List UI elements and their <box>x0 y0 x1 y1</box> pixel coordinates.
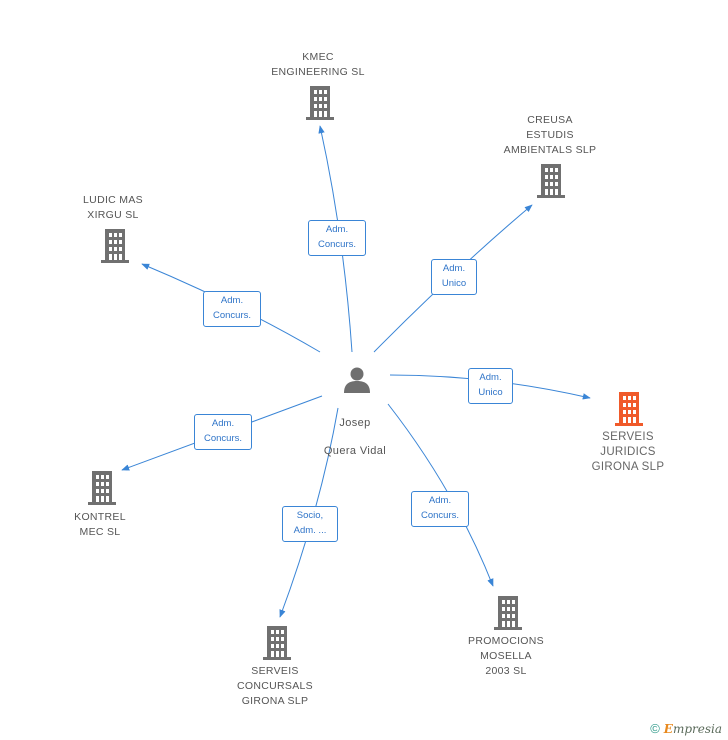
edge-label-serveis-concursals[interactable]: Socio, Adm. ... <box>282 506 338 542</box>
footer-brand: ©Empresia <box>650 721 722 736</box>
building-icon[interactable] <box>537 164 565 198</box>
node-label-ludic[interactable]: LUDIC MAS XIRGU SL <box>83 194 143 221</box>
building-icon[interactable] <box>88 471 116 505</box>
center-name-line2: Quera Vidal <box>323 445 387 457</box>
copyright-symbol: © <box>650 721 660 736</box>
person-icon <box>344 367 370 393</box>
node-label-promocions[interactable]: PROMOCIONS MOSELLA 2003 SL <box>468 635 544 677</box>
edge-label-kmec[interactable]: Adm. Concurs. <box>308 220 366 256</box>
building-icon[interactable] <box>306 86 334 120</box>
building-icon[interactable] <box>101 229 129 263</box>
edge-label-serveis-juridics[interactable]: Adm. Unico <box>468 368 513 404</box>
center-node <box>344 367 370 393</box>
center-name-line1: Josep <box>339 417 371 429</box>
nodes-layer <box>88 86 643 660</box>
edge-label-creusa[interactable]: Adm. Unico <box>431 259 477 295</box>
brand-logo-initial: E <box>663 722 673 736</box>
building-icon[interactable] <box>494 596 522 630</box>
node-label-kontrel[interactable]: KONTREL MEC SL <box>74 511 126 538</box>
building-icon[interactable] <box>615 392 643 426</box>
node-label-serveis-concursals[interactable]: SERVEIS CONCURSALS GIRONA SLP <box>237 665 313 707</box>
node-label-kmec[interactable]: KMEC ENGINEERING SL <box>271 51 365 78</box>
node-label-serveis-juridics[interactable]: SERVEIS JURIDICS GIRONA SLP <box>591 431 665 473</box>
edge-label-kontrel[interactable]: Adm. Concurs. <box>194 414 252 450</box>
brand-logo-text: mpresia <box>672 722 722 736</box>
edge-label-ludic[interactable]: Adm. Concurs. <box>203 291 261 327</box>
building-icon[interactable] <box>263 626 291 660</box>
edge-label-promocions[interactable]: Adm. Concurs. <box>411 491 469 527</box>
node-label-creusa[interactable]: CREUSA ESTUDIS AMBIENTALS SLP <box>503 114 597 156</box>
center-person-name[interactable]: Josep Quera Vidal <box>305 402 405 458</box>
